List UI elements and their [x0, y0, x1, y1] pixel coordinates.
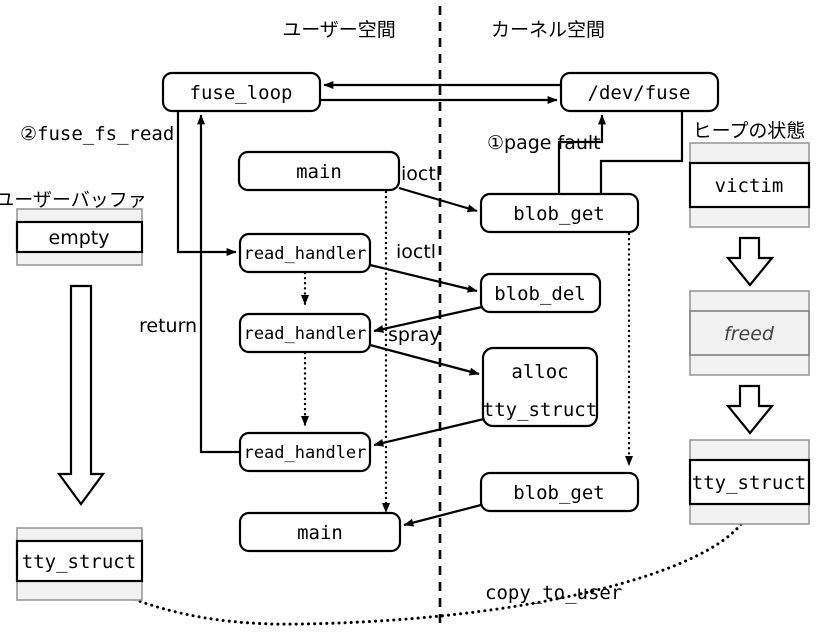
heading-heap-state: ヒープの状態 — [693, 120, 806, 142]
edge-readhandler1-to-blobdel — [369, 263, 478, 293]
node-main-bottom[interactable] — [238, 511, 402, 553]
node-main-top[interactable] — [237, 150, 401, 192]
node-read-handler-1[interactable] — [238, 232, 372, 274]
heap-freed-slot — [689, 310, 810, 356]
edge-blobget-to-main-bottom — [403, 503, 482, 527]
edge-blobdel-to-readhandler2 — [373, 305, 483, 333]
heap-victim-label: victim — [715, 175, 784, 197]
node-read-handler-3[interactable] — [238, 431, 372, 473]
user-buffer-tty-label: tty_struct — [22, 551, 136, 573]
node-alloc-label-line2: tty_struct — [483, 399, 597, 421]
heading-user-buffer: ユーザーバッファ — [0, 189, 147, 211]
label-ioctl-1: ioctl — [401, 163, 441, 185]
heap-freed-label: freed — [724, 323, 775, 345]
label-return: return — [139, 315, 197, 337]
node-blob-get-top-label: blob_get — [513, 203, 605, 225]
heap-transition-arrow-2 — [725, 384, 775, 435]
node-read-handler-2-label: read_handler — [244, 324, 367, 344]
node-dev-fuse-label: /dev/fuse — [588, 82, 691, 104]
user-buffer-empty-slot — [15, 220, 144, 254]
node-blob-get-bottom-label: blob_get — [513, 482, 605, 504]
label-ioctl-2: ioctl — [396, 241, 436, 263]
node-read-handler-2[interactable] — [238, 312, 372, 354]
node-fuse-loop[interactable] — [161, 71, 322, 113]
node-main-bottom-label: main — [297, 522, 343, 544]
edge-fuseloop-to-readhandler1 — [176, 111, 237, 256]
edge-copy-to-user — [83, 500, 752, 626]
edge-alloc-to-readhandler3 — [373, 417, 485, 447]
edge-readhandler2-spray-to-alloc — [369, 343, 480, 376]
heap-victim-slot — [688, 161, 811, 209]
node-dev-fuse[interactable] — [559, 71, 720, 113]
node-blob-del[interactable] — [479, 272, 602, 314]
heading-user-space: ユーザー空間 — [282, 19, 396, 41]
node-blob-del-label: blob_del — [494, 283, 586, 305]
heap-tty-label: tty_struct — [692, 472, 806, 494]
user-buffer-empty-label: empty — [49, 227, 110, 249]
node-blob-get-top[interactable] — [479, 192, 640, 234]
node-main-top-label: main — [296, 161, 342, 183]
label-page-fault: ①page fault — [487, 132, 601, 154]
heap-state-victim: victim — [688, 142, 811, 228]
user-buffer-empty: empty — [15, 208, 144, 266]
heap-tty-slot — [688, 458, 811, 506]
heading-kernel-space: カーネル空間 — [491, 19, 605, 41]
user-buffer-transition-arrow — [56, 284, 106, 506]
node-read-handler-1-label: read_handler — [244, 244, 367, 264]
heap-state-tty-struct: tty_struct — [688, 439, 811, 525]
edge-main-to-blobget — [398, 186, 478, 213]
node-alloc-label-line1: alloc — [511, 361, 568, 383]
edge-devfuse-to-blobget — [597, 111, 684, 208]
label-copy-to-user: copy_to_user — [485, 582, 622, 604]
label-fuse-fs-read: ②fuse_fs_read — [20, 123, 174, 145]
edge-blobget-pagefault-to-devfuse — [557, 114, 606, 211]
edge-readhandler3-return-to-fuseloop — [197, 114, 240, 454]
node-fuse-loop-label: fuse_loop — [190, 82, 293, 104]
node-alloc-tty-struct[interactable] — [481, 346, 599, 428]
node-blob-get-bottom[interactable] — [479, 471, 640, 513]
heap-transition-arrow-1 — [725, 236, 775, 287]
label-spray: spray — [388, 324, 441, 346]
user-buffer-tty-struct: tty_struct — [15, 527, 144, 601]
user-buffer-tty-slot — [15, 539, 144, 583]
heap-state-freed: freed — [689, 290, 810, 376]
node-read-handler-3-label: read_handler — [244, 443, 367, 463]
